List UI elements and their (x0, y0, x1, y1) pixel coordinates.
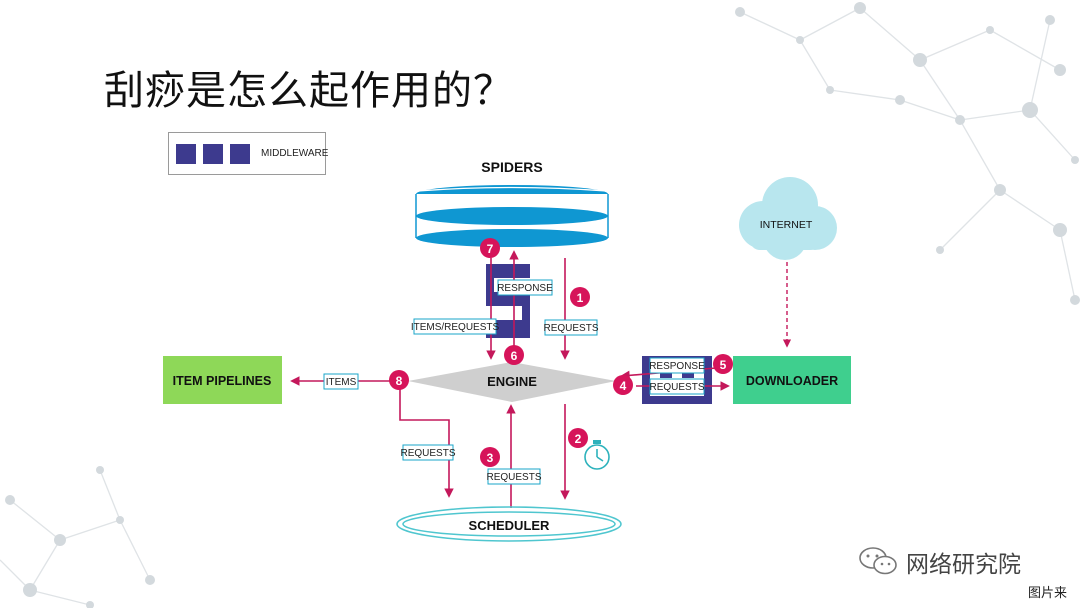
step-number: 3 (487, 451, 494, 465)
engine-shape (408, 362, 616, 402)
legend-swatch (203, 144, 223, 164)
label-requests-downloader: REQUESTS (649, 378, 705, 395)
scheduler-label: SCHEDULER (469, 518, 551, 533)
spiders-label: SPIDERS (481, 159, 542, 175)
step-circle: 8 (389, 370, 409, 390)
step-circle: 1 (570, 287, 590, 307)
label-requests-from-scheduler-text: REQUESTS (486, 472, 541, 483)
step-circle: 3 (480, 447, 500, 467)
label-requests-spider: REQUESTS (543, 319, 599, 336)
label-items: ITEMS (323, 373, 359, 390)
label-items-requests: ITEMS/REQUESTS (411, 318, 500, 335)
internet-label: INTERNET (760, 219, 813, 231)
step-number: 6 (511, 349, 518, 363)
item-pipelines-box (163, 356, 282, 404)
legend-swatch (230, 144, 250, 164)
step-number: 1 (577, 291, 584, 305)
label-requests-to-scheduler: REQUESTS (400, 444, 456, 461)
page-title: 刮痧是怎么起作用的？ (104, 68, 514, 114)
step-number: 4 (620, 379, 627, 393)
label-response-downloader: RESPONSE (649, 357, 705, 374)
item-pipelines-label: ITEM PIPELINES (173, 374, 272, 388)
engine-label: ENGINE (487, 374, 537, 389)
step-circle: 4 (613, 375, 633, 395)
step-number: 8 (396, 374, 403, 388)
label-requests-to-scheduler-text: REQUESTS (400, 448, 455, 459)
image-source-text: 图片来 (1028, 586, 1068, 601)
label-response-spider-text: RESPONSE (497, 283, 553, 294)
label-response-downloader-text: RESPONSE (649, 361, 705, 372)
wechat-icon (859, 547, 897, 575)
label-items-requests-text: ITEMS/REQUESTS (411, 322, 500, 333)
watermark-text: 网络研究院 (906, 552, 1021, 578)
step-circle: 6 (504, 345, 524, 365)
timer-icon (584, 440, 610, 470)
step-number: 7 (487, 242, 494, 256)
step-circle: 5 (713, 354, 733, 374)
spiders-stack (415, 185, 609, 247)
arrow-requests-to-scheduler (399, 381, 454, 498)
label-response-spider: RESPONSE (497, 279, 553, 296)
step-circle: 2 (568, 428, 588, 448)
legend-swatch (176, 144, 196, 164)
label-requests-spider-text: REQUESTS (543, 323, 598, 334)
step-number: 2 (575, 432, 582, 446)
step-circle: 7 (480, 238, 500, 258)
label-items-text: ITEMS (326, 377, 357, 388)
scheduler-ring (396, 506, 622, 542)
downloader-box (733, 356, 851, 404)
downloader-label: DOWNLOADER (746, 374, 838, 388)
label-requests-downloader-text: REQUESTS (649, 382, 704, 393)
legend: MIDDLEWARE (168, 132, 329, 175)
label-requests-from-scheduler: REQUESTS (486, 468, 542, 485)
legend-label: MIDDLEWARE (261, 148, 329, 159)
internet-cloud (739, 177, 837, 260)
step-number: 5 (720, 358, 727, 372)
